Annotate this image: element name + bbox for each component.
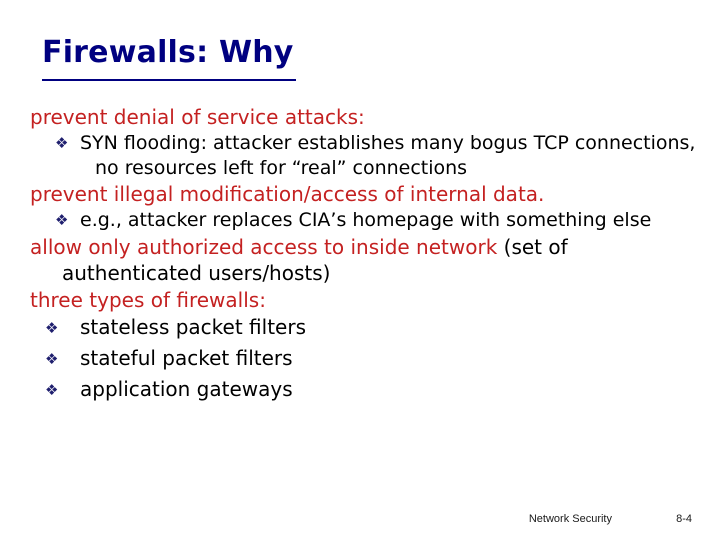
bullet-level2-stateful-packet-filters: ❖stateful packet filters	[45, 346, 293, 371]
bullet-level1-illegal-modification: prevent illegal modification/access of i…	[30, 182, 545, 207]
bullet-level2-stateless-label: stateless packet filters	[80, 315, 306, 340]
bullet-level2-cia-homepage-label: e.g., attacker replaces CIA’s homepage w…	[80, 209, 652, 232]
footer-page-number: 8-4	[676, 513, 692, 525]
bullet-level1-authorized-access-red: allow only authorized access to inside n…	[30, 235, 504, 260]
bullet-level2-stateful-label: stateful packet filters	[80, 346, 293, 371]
bullet-level2-stateless-packet-filters: ❖stateless packet filters	[45, 315, 306, 340]
bullet-level2-cia-homepage: ❖e.g., attacker replaces CIA’s homepage …	[55, 209, 652, 232]
bullet-level2-application-gateways: ❖application gateways	[45, 377, 293, 402]
bullet-level1-dos: prevent denial of service attacks:	[30, 105, 365, 129]
slide-body: prevent denial of service attacks: ❖SYN …	[30, 104, 702, 407]
bullet-level1-authorized-access-black: (set of authenticated users/hosts)	[62, 235, 568, 286]
footer-source-label: Network Security	[528, 513, 612, 525]
bullet-level2-syn-flooding: ❖SYN flooding: attacker establishes many…	[55, 132, 696, 179]
bullet-level1-three-types: three types of firewalls:	[30, 288, 266, 313]
bullet-level2-application-gateways-label: application gateways	[80, 377, 293, 402]
bullet-level2-syn-flooding-label: SYN flooding: attacker establishes many …	[80, 132, 696, 179]
title-underline	[42, 79, 296, 81]
slide-footer: Network Security 8-4	[0, 512, 720, 532]
bullet-level1-authorized-access: allow only authorized access to inside n…	[30, 234, 702, 286]
slide-title: Firewalls: Why	[42, 35, 294, 70]
